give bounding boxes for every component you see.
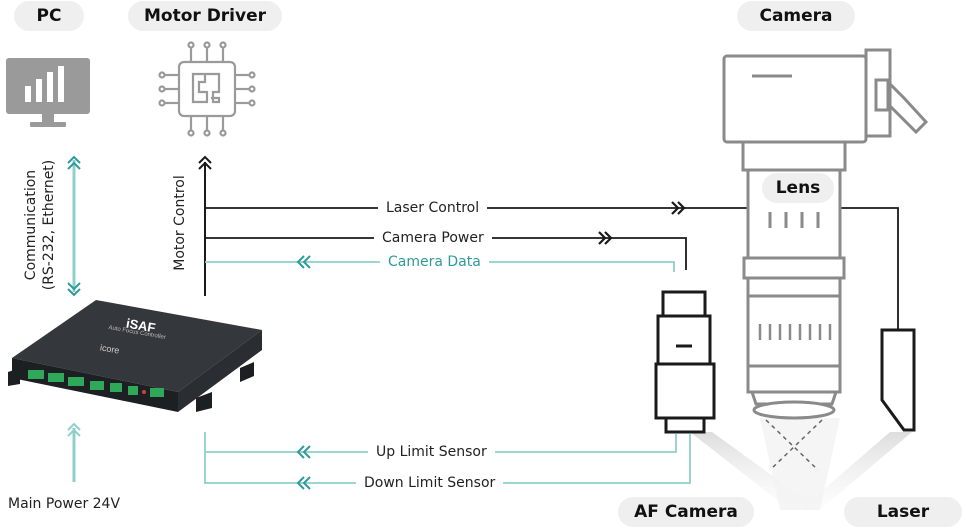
motor-driver-chip-icon	[158, 41, 256, 137]
camera-data-label: Camera Data	[380, 253, 489, 271]
laser-control-label: Laser Control	[378, 199, 488, 217]
light-beams	[690, 418, 912, 510]
main-power-arrow	[67, 422, 81, 482]
camera-label: Camera	[737, 1, 855, 31]
laser-label: Laser	[844, 497, 962, 527]
pc-label: PC	[14, 1, 84, 31]
laser-icon	[880, 328, 916, 432]
camera-icon	[722, 48, 929, 144]
motor-driver-label: Motor Driver	[128, 1, 282, 31]
af-camera-icon	[654, 290, 716, 434]
communication-label-line2: (RS-232, Ethernet)	[41, 159, 57, 291]
camera-data-line	[205, 255, 675, 272]
down-limit-sensor-label: Down Limit Sensor	[356, 474, 504, 492]
af-camera-label: AF Camera	[618, 497, 754, 527]
camera-power-line	[205, 231, 687, 270]
up-limit-sensor-label: Up Limit Sensor	[368, 443, 495, 461]
communication-label: Communication (RS-232, Ethernet)	[22, 145, 58, 305]
motor-control-line	[198, 155, 212, 296]
communication-arrow	[67, 155, 81, 297]
lens-label: Lens	[762, 173, 834, 203]
camera-power-label: Camera Power	[374, 229, 492, 247]
motor-control-label: Motor Control	[172, 175, 188, 271]
controller-box	[8, 300, 262, 412]
communication-label-line1: Communication	[23, 169, 39, 281]
pc-monitor-icon	[6, 58, 90, 127]
main-power-label: Main Power 24V	[8, 496, 121, 512]
